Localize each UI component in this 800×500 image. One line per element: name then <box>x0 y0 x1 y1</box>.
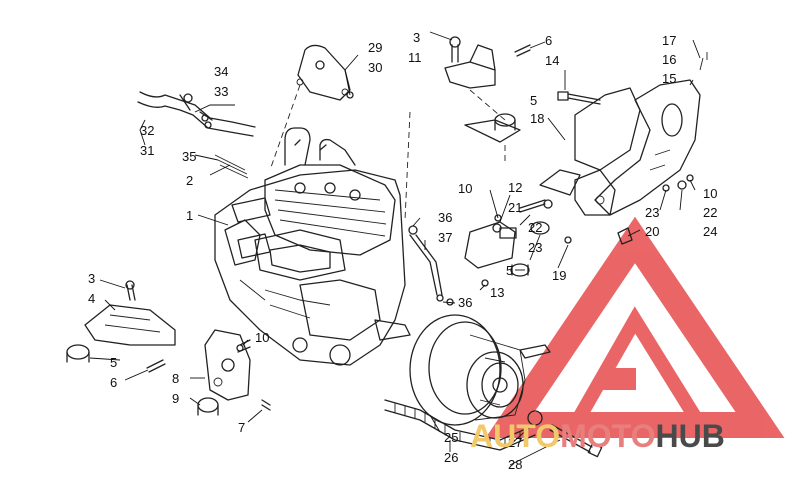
hose-assembly <box>137 91 256 179</box>
callout-18: 18 <box>530 111 544 126</box>
callout-10: 10 <box>703 186 717 201</box>
callout-24: 24 <box>703 224 717 239</box>
hardware-cluster-center <box>519 174 694 235</box>
callout-23: 23 <box>528 240 542 255</box>
callout-36: 36 <box>438 210 452 225</box>
drive-clutch <box>409 314 526 426</box>
callout-32: 32 <box>140 123 154 138</box>
intake-manifold <box>231 197 271 259</box>
callout-14: 14 <box>545 53 559 68</box>
watermark-hub: HUB <box>655 418 725 454</box>
callout-37: 37 <box>438 230 452 245</box>
leader-lines <box>89 31 701 466</box>
callout-7: 7 <box>238 420 245 435</box>
right-mount-plate <box>539 52 708 245</box>
callout-6: 6 <box>545 33 552 48</box>
cover-plate <box>269 44 351 171</box>
watermark-wordmark: AUTOMOTOHUB <box>470 418 725 455</box>
callout-22: 22 <box>703 205 717 220</box>
callout-17: 17 <box>662 33 676 48</box>
clutch-bolt <box>527 410 603 458</box>
callout-5: 5 <box>110 355 117 370</box>
callout-31: 31 <box>140 143 154 158</box>
watermark-auto: AUTO <box>470 418 561 454</box>
callout-5: 5 <box>506 263 513 278</box>
callout-3: 3 <box>413 30 420 45</box>
callout-25: 25 <box>444 430 458 445</box>
callout-27: 27 <box>508 435 522 450</box>
callout-6: 6 <box>110 375 117 390</box>
callout-16: 16 <box>662 52 676 67</box>
callout-26: 26 <box>444 450 458 465</box>
callout-12: 12 <box>508 180 522 195</box>
upper-mount-bracket <box>444 36 531 89</box>
callout-21: 21 <box>508 200 522 215</box>
center-mount-bracket <box>464 221 530 277</box>
callout-28: 28 <box>508 457 522 472</box>
callout-19: 19 <box>552 268 566 283</box>
callout-1: 1 <box>186 208 193 223</box>
watermark-logo-mark <box>485 216 785 438</box>
callout-20: 20 <box>645 224 659 239</box>
callout-15: 15 <box>662 71 676 86</box>
assembly-path-line <box>404 111 411 221</box>
callout-10: 10 <box>458 181 472 196</box>
rubber-mount-upper <box>464 113 521 165</box>
hose-37 <box>408 225 444 302</box>
cylinder-heads <box>264 127 396 256</box>
engine-block <box>214 169 411 366</box>
callout-30: 30 <box>368 60 382 75</box>
callout-13: 13 <box>490 285 504 300</box>
watermark-moto: MOTO <box>560 418 656 454</box>
callout-5: 5 <box>530 93 537 108</box>
callout-labels: 1 2 3 3 4 5 5 5 6 6 7 8 9 10 10 10 11 12… <box>88 30 717 472</box>
callout-2: 2 <box>186 173 193 188</box>
callout-29: 29 <box>368 40 382 55</box>
bolt-14 <box>557 91 601 105</box>
callout-3: 3 <box>88 271 95 286</box>
assembly-path-line-2 <box>469 89 506 121</box>
callout-23: 23 <box>645 205 659 220</box>
callout-11: 11 <box>408 50 422 65</box>
callout-4: 4 <box>88 291 95 306</box>
drive-belt <box>384 344 551 451</box>
callout-8: 8 <box>172 371 179 386</box>
callout-35: 35 <box>182 149 196 164</box>
left-mount-bracket <box>66 280 176 373</box>
callout-9: 9 <box>172 391 179 406</box>
callout-10: 10 <box>255 330 269 345</box>
callout-22: 22 <box>528 220 542 235</box>
callout-33: 33 <box>214 84 228 99</box>
callout-36: 36 <box>458 295 472 310</box>
small-fasteners <box>204 91 572 352</box>
callout-34: 34 <box>214 64 228 79</box>
